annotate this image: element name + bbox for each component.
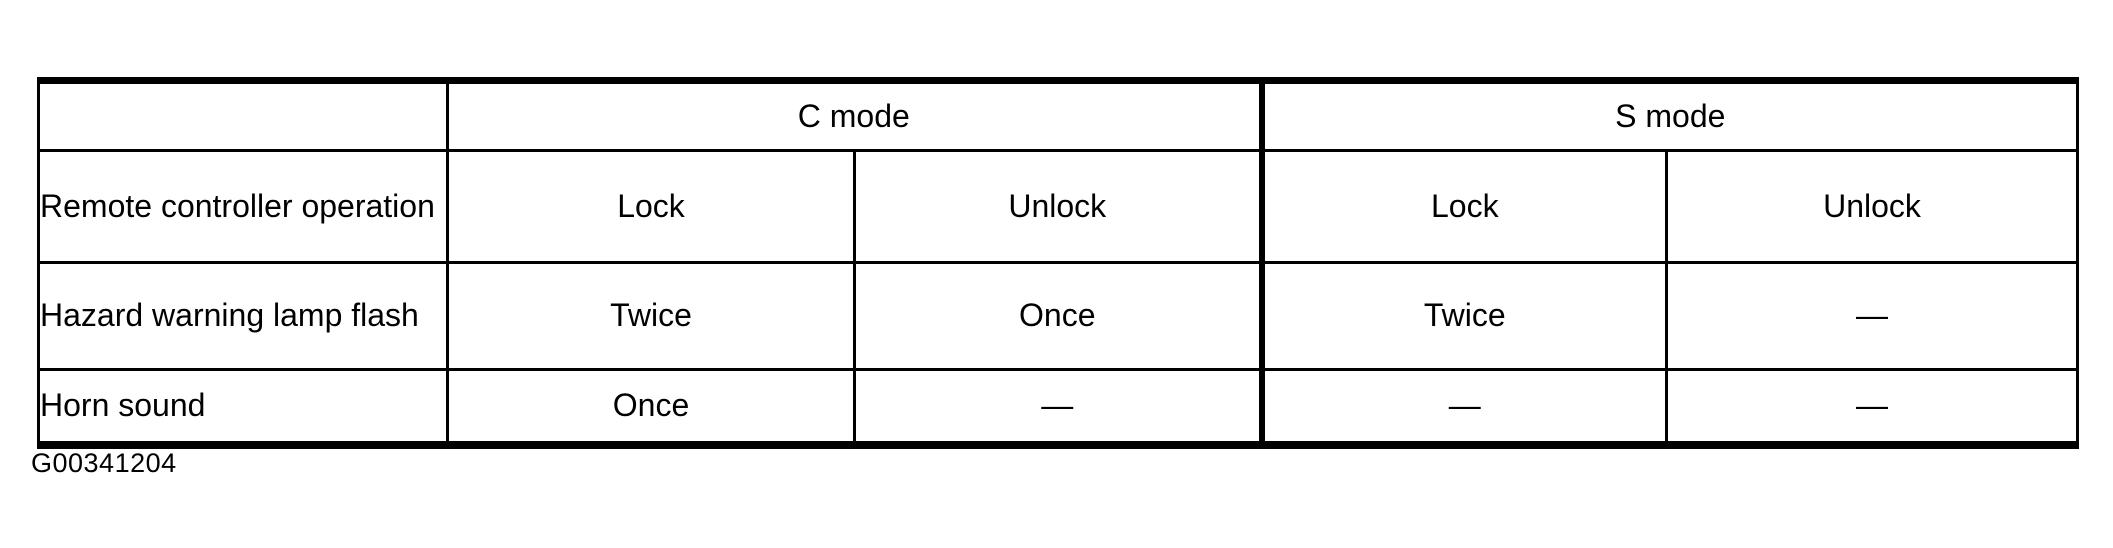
table-stub-cell bbox=[37, 77, 449, 152]
cell-hazard-c-mode-unlock: Once bbox=[852, 261, 1265, 371]
cell-hazard-s-mode-unlock: — bbox=[1665, 261, 2080, 371]
cell-horn-s-mode-lock: — bbox=[1260, 368, 1669, 449]
cell-hazard-s-mode-lock: Twice bbox=[1260, 261, 1669, 371]
figure-id-label: G00341204 bbox=[31, 448, 177, 478]
table-row-hazard-warning-lamp-flash: Hazard warning lamp flash Twice Once Twi… bbox=[37, 261, 2080, 371]
column-header-s-mode-lock: Lock bbox=[1260, 149, 1669, 264]
cell-horn-s-mode-unlock: — bbox=[1665, 368, 2080, 449]
column-group-header-c-mode: C mode bbox=[445, 77, 1264, 152]
remote-controller-operation-table: C mode S mode Remote controller operatio… bbox=[37, 77, 2080, 449]
table-row-horn-sound: Horn sound Once — — — bbox=[37, 368, 2080, 449]
cell-horn-c-mode-unlock: — bbox=[852, 368, 1265, 449]
cell-horn-c-mode-lock: Once bbox=[446, 368, 856, 449]
column-header-s-mode-unlock: Unlock bbox=[1665, 149, 2080, 264]
table-row-remote-controller-operation: Remote controller operation Lock Unlock … bbox=[37, 149, 2080, 264]
column-header-c-mode-unlock: Unlock bbox=[852, 149, 1265, 264]
table-row-mode-groups: C mode S mode bbox=[37, 77, 2080, 152]
row-label-remote-controller-operation: Remote controller operation bbox=[37, 149, 449, 264]
row-label-hazard-warning-lamp-flash: Hazard warning lamp flash bbox=[37, 261, 449, 371]
column-header-c-mode-lock: Lock bbox=[446, 149, 856, 264]
cell-hazard-c-mode-lock: Twice bbox=[446, 261, 856, 371]
column-group-header-s-mode: S mode bbox=[1258, 77, 2080, 152]
row-label-horn-sound: Horn sound bbox=[37, 368, 449, 449]
